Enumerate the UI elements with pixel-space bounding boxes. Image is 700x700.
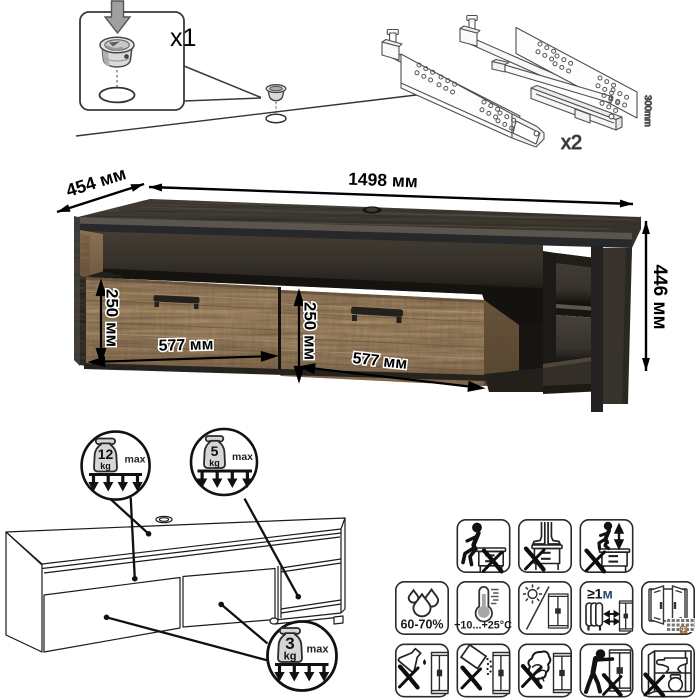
svg-text:max: max xyxy=(232,451,253,463)
svg-text:+10...+25°C: +10...+25°C xyxy=(454,620,512,632)
svg-text:x1: x1 xyxy=(170,24,196,52)
svg-text:250 мм: 250 мм xyxy=(301,302,320,360)
svg-text:kg: kg xyxy=(209,458,220,468)
svg-text:1498 мм: 1498 мм xyxy=(348,169,418,192)
svg-text:446 мм: 446 мм xyxy=(649,264,670,329)
svg-text:21: 21 xyxy=(680,628,686,634)
svg-text:250 мм: 250 мм xyxy=(103,289,122,347)
svg-text:300mm: 300mm xyxy=(642,95,653,127)
svg-text:max: max xyxy=(307,644,330,656)
svg-text:577 мм: 577 мм xyxy=(158,336,213,354)
svg-text:5: 5 xyxy=(211,443,219,459)
svg-text:60-70%: 60-70% xyxy=(400,618,443,632)
svg-text:454 мм: 454 мм xyxy=(64,163,129,201)
svg-text:12: 12 xyxy=(98,446,114,462)
svg-text:kg: kg xyxy=(100,461,111,471)
svg-text:≥1м: ≥1м xyxy=(587,586,613,602)
svg-text:kg: kg xyxy=(284,651,297,663)
svg-text:3: 3 xyxy=(285,634,294,653)
svg-text:x2: x2 xyxy=(561,132,582,154)
svg-text:max: max xyxy=(125,454,146,466)
